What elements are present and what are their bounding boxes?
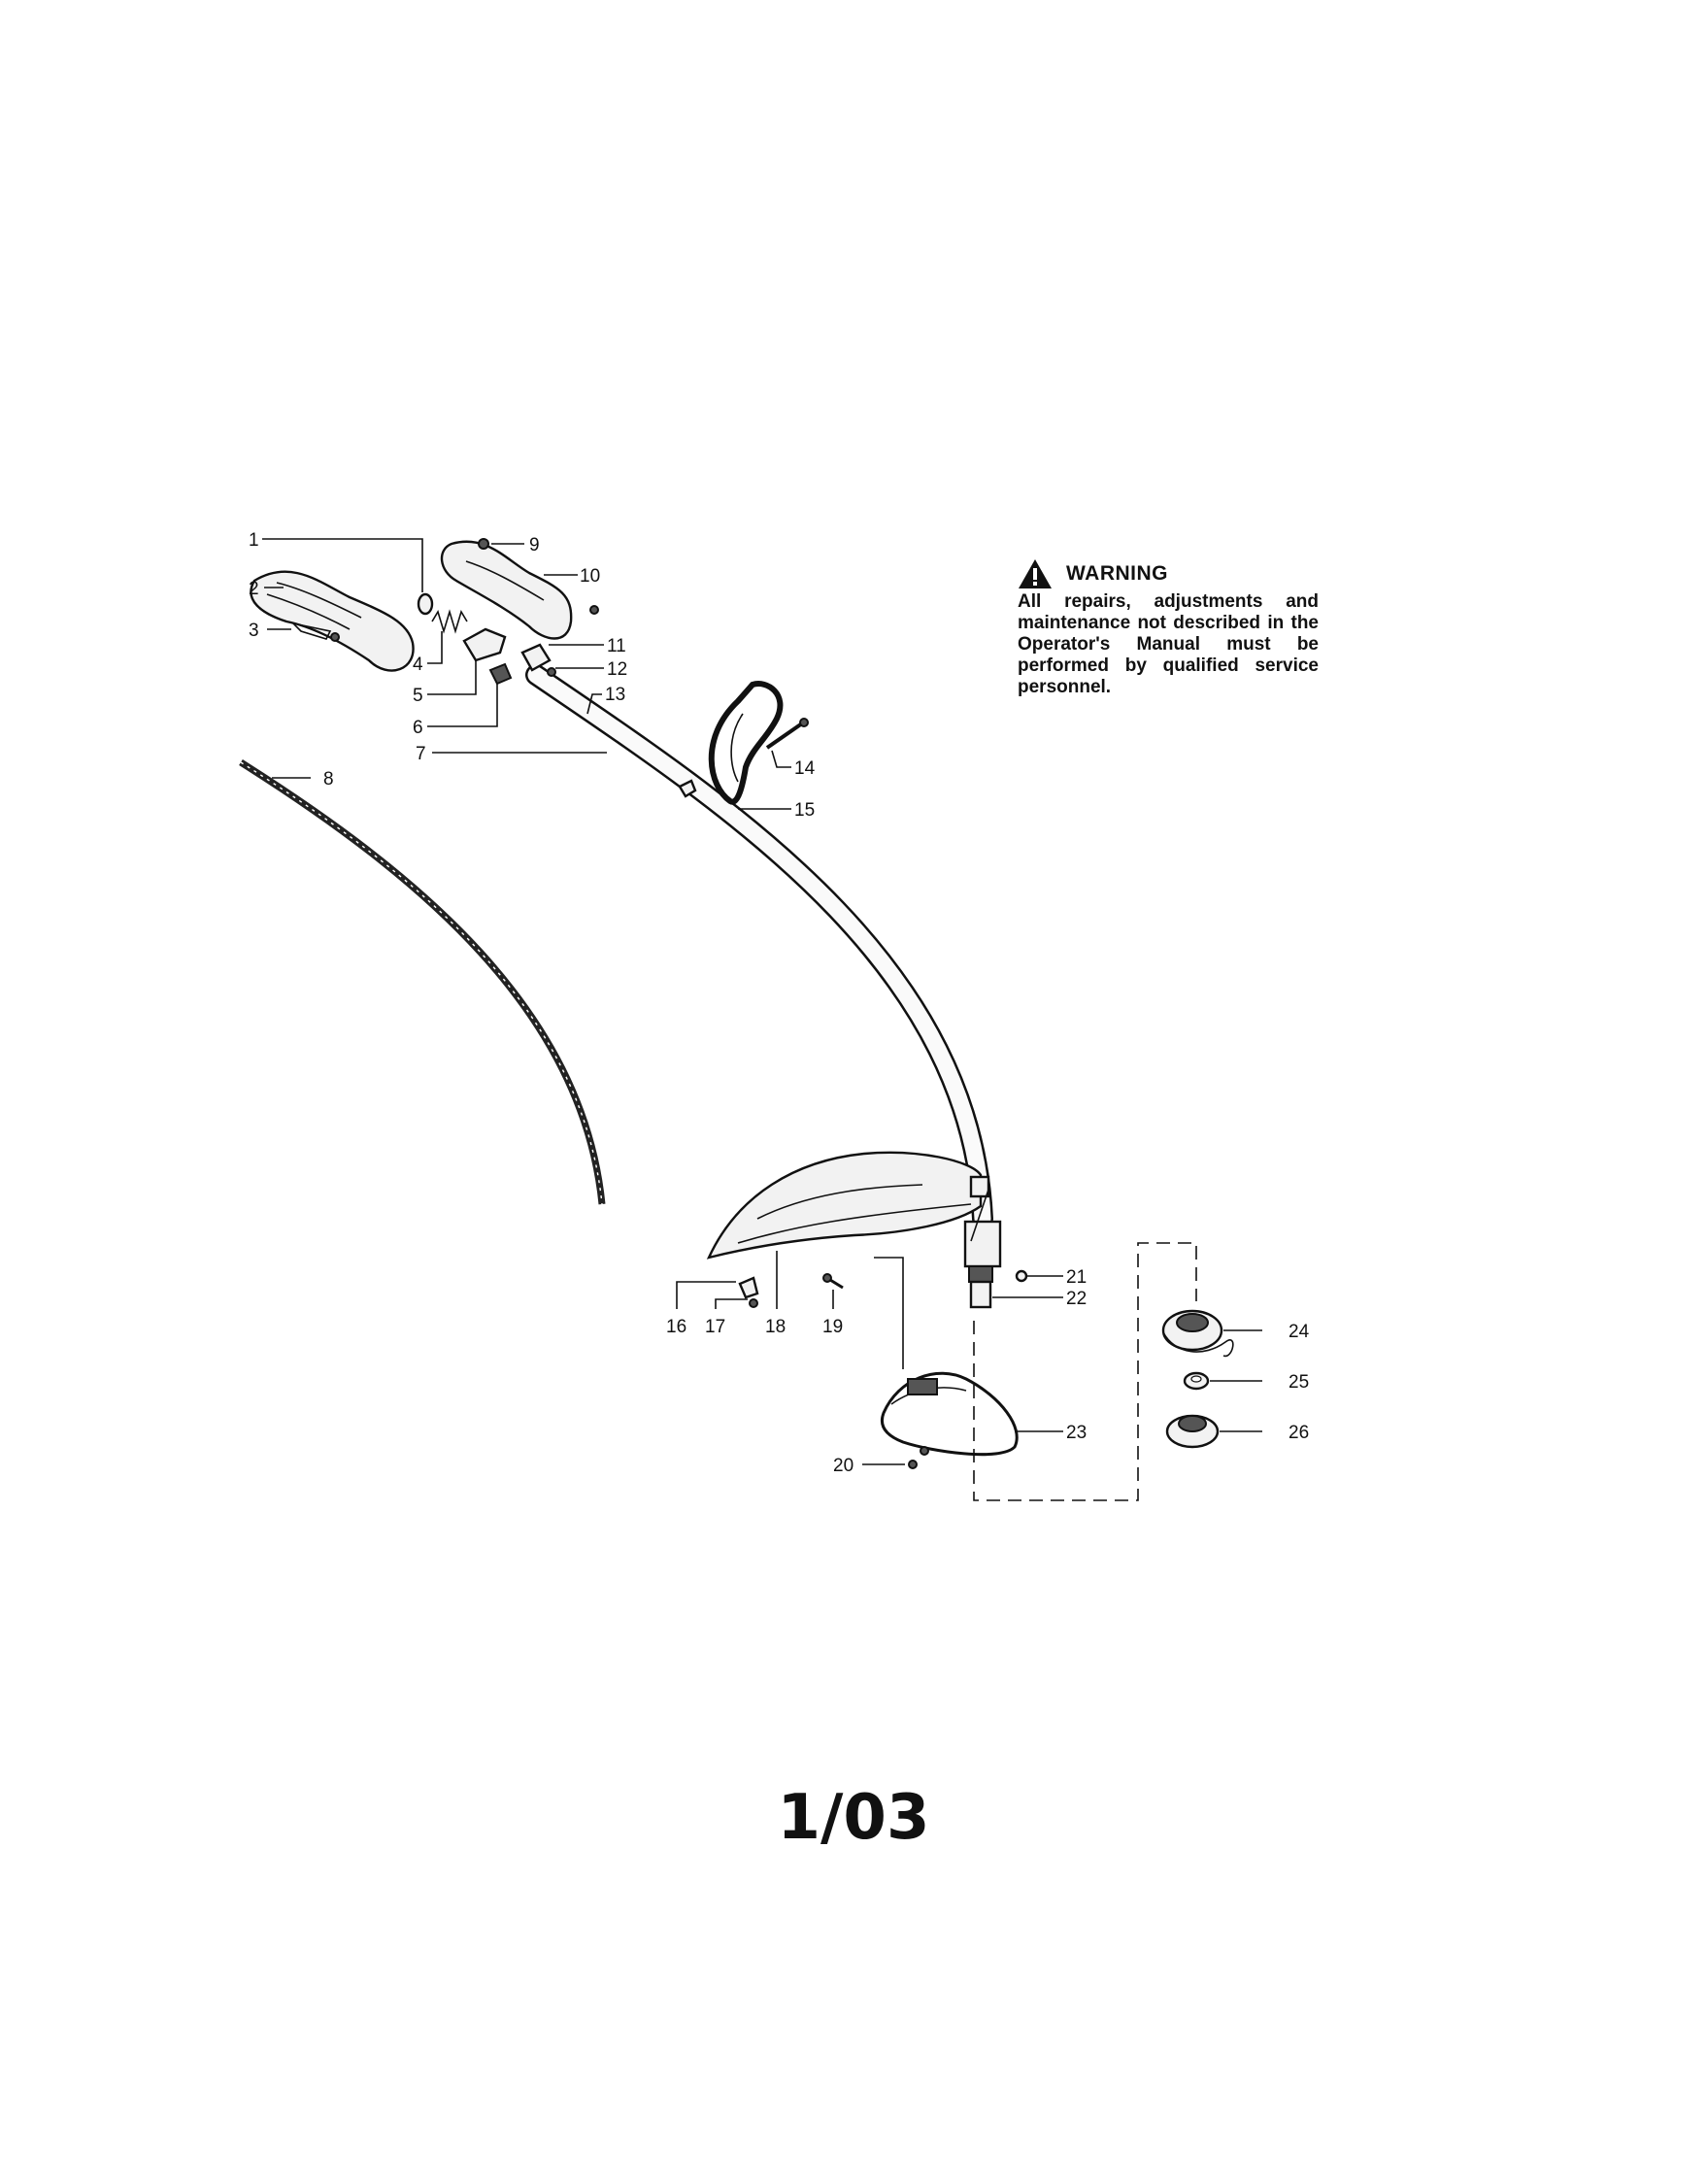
callout-23: 23 [1066,1423,1087,1443]
callout-21: 21 [1066,1267,1087,1288]
callout-10: 10 [580,566,600,587]
callout-3: 3 [249,621,259,641]
warning-title: WARNING [1066,562,1168,585]
part-wing-nut [678,779,697,798]
callout-16: 16 [666,1317,686,1337]
callout-20: 20 [833,1456,854,1476]
part-shield-clip [738,1276,759,1299]
callout-7: 7 [416,744,426,764]
leader-lines [262,538,1262,1465]
assembly-bracket [973,1242,1197,1501]
callout-6: 6 [413,718,423,738]
part-screw-top [478,538,489,550]
callout-24: 24 [1289,1322,1310,1342]
callout-4: 4 [413,655,423,675]
part-shaft-tube [525,664,993,1229]
callout-19: 19 [822,1317,843,1337]
part-deflector-shield [706,1151,983,1260]
callout-2: 2 [249,579,259,599]
callout-labels: 1 2 3 4 5 6 7 8 9 10 11 12 13 14 15 16 1… [249,530,1310,1476]
callout-9: 9 [529,535,540,555]
warning-triangle-icon [1019,559,1052,588]
callout-5: 5 [413,686,423,706]
part-assist-handle [708,681,784,805]
part-clip [290,622,332,640]
callout-11: 11 [607,636,626,656]
callout-13: 13 [605,685,625,705]
part-drive-cable [239,759,606,1205]
callout-15: 15 [794,800,815,821]
callout-25: 25 [1289,1372,1309,1393]
callout-1: 1 [249,530,259,551]
callout-22: 22 [1066,1289,1087,1309]
part-clamp [963,1220,1002,1268]
part-ring [417,592,434,616]
callout-8: 8 [323,769,334,790]
part-spring [431,609,468,634]
callout-17: 17 [705,1317,725,1337]
warning-notice: WARNING All repairs, adjustments and mai… [1018,558,1319,698]
warning-header: WARNING [1018,558,1319,589]
callout-18: 18 [765,1317,786,1337]
part-guard [880,1371,1019,1457]
callout-26: 26 [1289,1423,1309,1443]
part-trigger [462,627,507,662]
callout-14: 14 [794,758,816,779]
part-collar [520,643,552,672]
page-number: 1/03 [777,1782,930,1854]
callout-12: 12 [607,659,627,680]
warning-text: All repairs, adjustments and maintenance… [1018,591,1319,697]
part-switch [488,662,513,686]
part-handle-right [440,540,573,640]
